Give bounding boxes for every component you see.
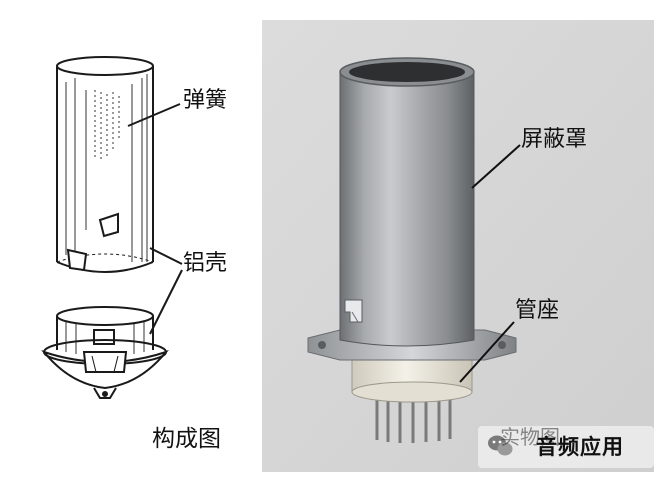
label-tube-socket: 管座 <box>515 298 560 323</box>
tube-pins <box>375 395 452 443</box>
drawing-leader-lines <box>127 103 183 335</box>
socket-drawing <box>41 306 169 399</box>
label-aluminum-shell: 铝壳 <box>183 251 228 276</box>
structure-drawing <box>41 56 183 399</box>
spring-drawing <box>94 90 120 162</box>
photo-panel <box>262 20 654 472</box>
watermark-badge <box>478 426 654 468</box>
watermark-text: 音频应用 <box>536 435 624 459</box>
label-spring: 弹簧 <box>183 88 228 113</box>
ceramic-socket <box>351 354 473 403</box>
aluminum-shell-drawing <box>56 56 154 273</box>
label-shield-cover: 屏蔽罩 <box>521 127 588 152</box>
wechat-icon <box>488 435 513 456</box>
caption-photo: 实物图 <box>500 425 560 449</box>
caption-structure-diagram: 构成图 <box>152 426 221 452</box>
photo-leader-lines <box>459 144 521 383</box>
shield-can <box>339 57 475 347</box>
